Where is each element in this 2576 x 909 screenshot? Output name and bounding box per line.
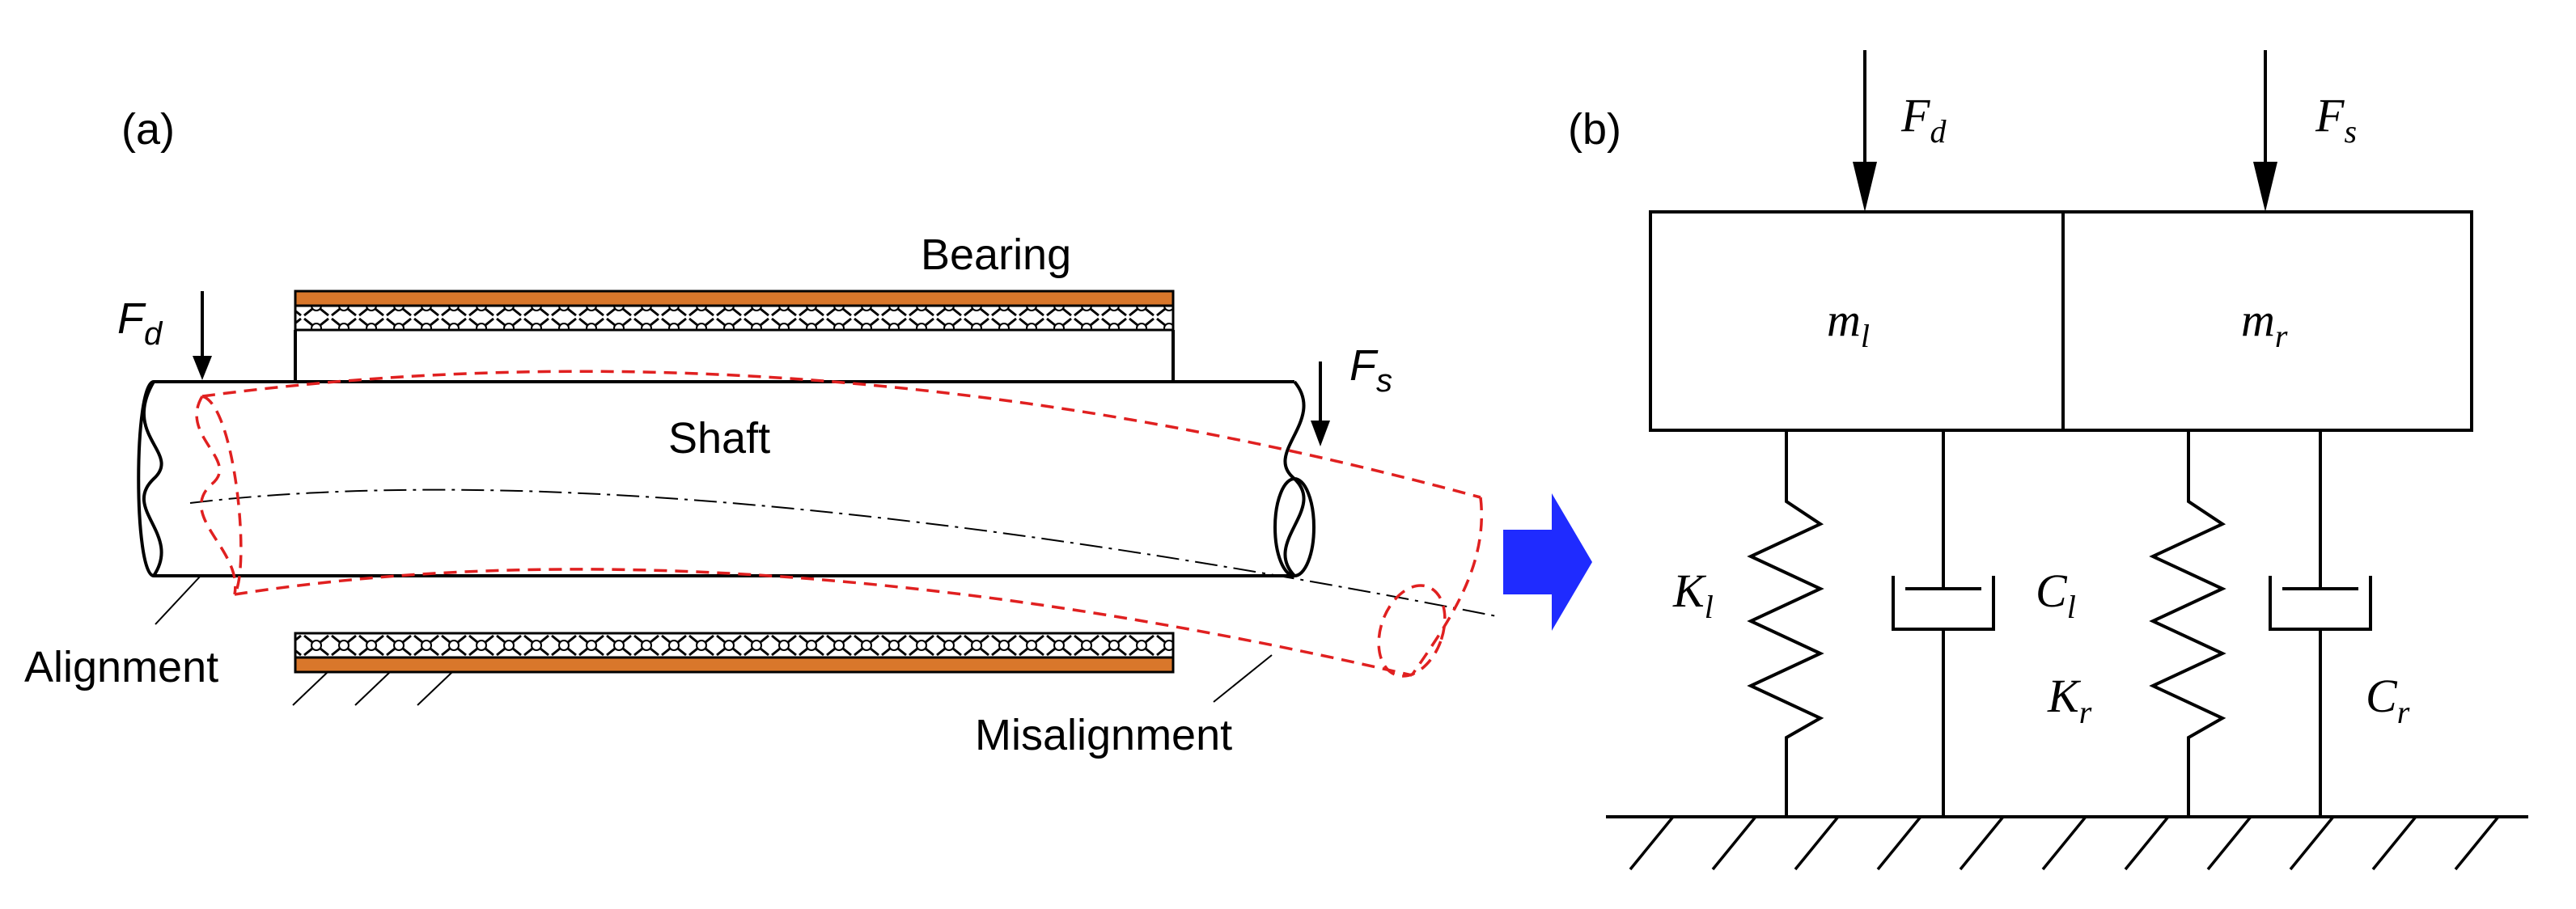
misaligned-right-end-face bbox=[1377, 584, 1447, 678]
damper-left bbox=[1892, 430, 1995, 817]
mass-right-box bbox=[2061, 210, 2473, 432]
mass-left-label: ml bbox=[1827, 294, 1870, 354]
aligned-shaft bbox=[137, 380, 1498, 617]
force-s-arrow-a bbox=[1311, 361, 1330, 446]
spring-left-label: Kl bbox=[1672, 564, 1714, 625]
misaligned-left-end bbox=[195, 395, 237, 595]
panel-a-label: (a) bbox=[121, 105, 175, 154]
ground-hatch-1 bbox=[292, 671, 328, 706]
panel-b-label: (b) bbox=[1568, 105, 1621, 154]
force-d-arrow-b bbox=[1853, 50, 1877, 212]
misalignment-label: Misalignment bbox=[975, 711, 1232, 759]
misalignment-leader bbox=[1213, 654, 1273, 703]
panel-a: (a) Bearing Shaft bbox=[24, 105, 1498, 759]
misaligned-top-edge bbox=[201, 370, 1481, 499]
damper-right-label: Cr bbox=[2366, 670, 2410, 730]
bottom-bearing-rollers bbox=[294, 632, 1175, 659]
misaligned-right-end bbox=[1410, 497, 1483, 676]
force-d-label-b: Fd bbox=[1900, 89, 1947, 150]
top-bearing-rollers bbox=[294, 304, 1175, 332]
spring-right bbox=[2149, 430, 2226, 817]
panel-b: (b) Fd Fs ml mr Kl Cl Kr bbox=[1568, 50, 2528, 871]
alignment-leader bbox=[155, 575, 201, 625]
ground-hatch-2 bbox=[354, 671, 391, 706]
right-arrow-icon bbox=[1503, 493, 1592, 631]
misaligned-shaft bbox=[195, 370, 1483, 678]
spring-right-label: Kr bbox=[2047, 670, 2092, 730]
shaft-right-end-face bbox=[1273, 477, 1316, 577]
bearing-label: Bearing bbox=[921, 230, 1071, 279]
top-bearing-shell bbox=[294, 290, 1175, 307]
force-s-label-a: Fs bbox=[1349, 341, 1392, 399]
top-bearing bbox=[294, 290, 1175, 380]
shaft-left-end-back bbox=[137, 380, 155, 577]
ground-hatch-3 bbox=[417, 671, 453, 706]
shaft-left-end bbox=[142, 380, 163, 577]
bottom-bearing-shell bbox=[294, 656, 1175, 674]
force-d-arrow-a bbox=[193, 291, 212, 380]
misaligned-left-end-back bbox=[201, 395, 243, 595]
bottom-bearing bbox=[292, 632, 1175, 706]
misaligned-bottom-edge bbox=[234, 568, 1413, 677]
ground-hatching bbox=[1629, 815, 2500, 871]
shaft-centerline bbox=[189, 488, 1498, 617]
force-s-arrow-b bbox=[2253, 50, 2277, 212]
damper-left-label: Cl bbox=[2036, 564, 2076, 625]
damper-right bbox=[2269, 430, 2372, 817]
mass-right-label: mr bbox=[2241, 294, 2288, 354]
spring-left bbox=[1747, 430, 1824, 817]
alignment-label: Alignment bbox=[24, 643, 218, 691]
force-d-label-a: Fd bbox=[117, 294, 163, 352]
shaft-label: Shaft bbox=[668, 414, 770, 463]
force-s-label-b: Fs bbox=[2315, 89, 2357, 150]
